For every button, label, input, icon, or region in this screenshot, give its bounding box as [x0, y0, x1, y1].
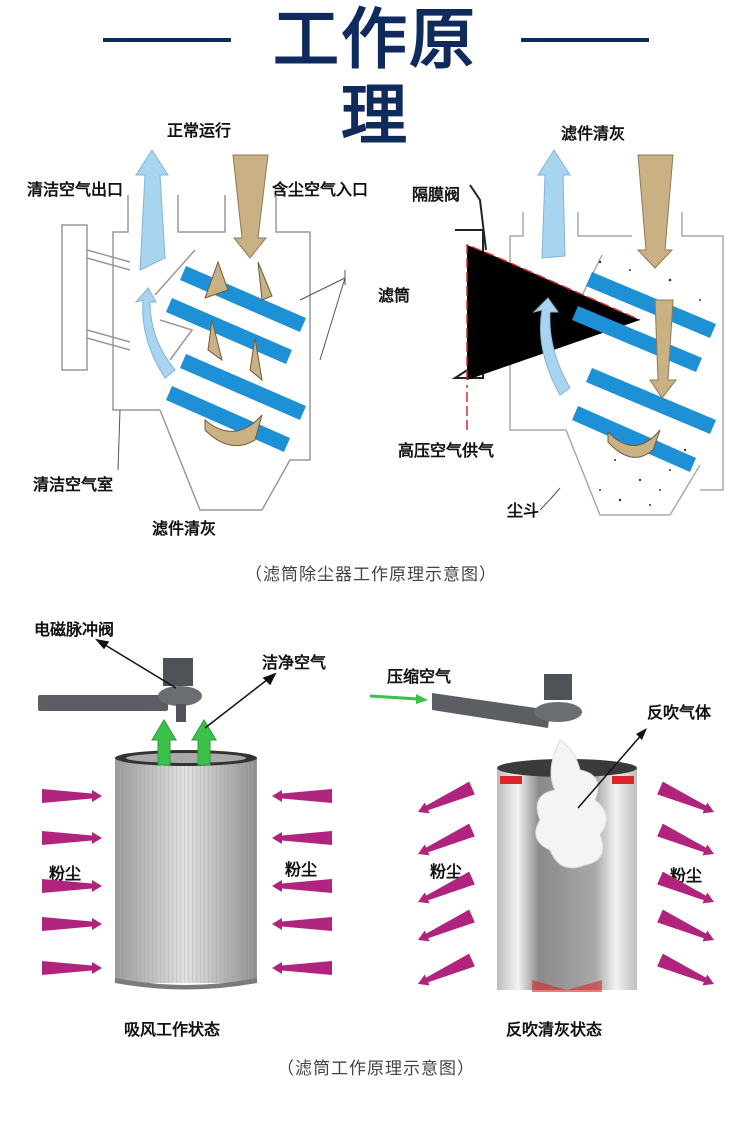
dust-arrow [418, 909, 475, 942]
diagram-normal-operation [61, 149, 346, 511]
title-rule-left [103, 38, 231, 42]
cartridge-bottom-cap [115, 978, 257, 990]
dust-specks [598, 260, 701, 506]
valve-head [158, 686, 202, 706]
dusty-air-down-arrow [636, 154, 674, 269]
dust-arrow [42, 961, 102, 975]
page-header: 工作原理 [0, 0, 750, 154]
label-pulse-valve: 电磁脉冲阀 [34, 620, 115, 639]
pulse-valve-body [163, 658, 193, 686]
label-dust-hopper: 尘斗 [507, 501, 540, 520]
pointer-lines [117, 270, 346, 471]
label-compressed-air: 压缩空气 [387, 667, 452, 686]
label-dust-left: 粉尘 [49, 864, 82, 883]
clean-air-arrow [151, 719, 177, 766]
label-filter-cartridge: 滤筒 [378, 286, 411, 305]
dust-arrows-outward [418, 781, 714, 986]
label-high-pressure-air: 高压空气供气 [398, 441, 495, 460]
dust-arrow [42, 789, 102, 803]
clean-air-curve-arrow [134, 287, 176, 379]
page-title: 工作原理 [273, 1, 477, 154]
dust-arrow [657, 871, 714, 904]
label-clean-air-chamber: 清洁空气室 [33, 475, 114, 494]
pulse-valve-body [544, 674, 572, 700]
filter-tubes [166, 266, 306, 452]
caption-top: （滤筒除尘器工作原理示意图） [245, 565, 497, 585]
dust-fall-arrow [649, 299, 678, 399]
dust-arrow [272, 789, 332, 803]
dust-swirl-arrows [204, 260, 273, 447]
nozzle [176, 704, 186, 722]
filter-tube [166, 386, 290, 452]
dust-arrow [42, 917, 102, 931]
blow-pipe [432, 693, 550, 728]
blow-pipe [38, 695, 168, 711]
title-rule-right [521, 38, 649, 42]
dust-arrow [272, 831, 332, 845]
diagram-suction-state [38, 638, 332, 990]
clean-air-arrow [191, 719, 217, 766]
clean-air-up-arrow [537, 149, 571, 259]
dust-arrow [657, 823, 714, 856]
heading-normal-operation: 正常运行 [167, 121, 232, 140]
dust-arrow [657, 781, 714, 814]
dust-arrow [42, 879, 102, 893]
label-reverse-blow-state: 反吹清灰状态 [506, 1020, 603, 1039]
filter-tube [586, 368, 716, 434]
dust-swirl-arrow [607, 429, 661, 458]
dust-arrow [272, 917, 332, 931]
pointer-arrows [95, 638, 277, 729]
housing-outline [61, 195, 311, 511]
label-filter-cleaning-bottom: 滤件清灰 [152, 519, 217, 538]
label-diaphragm-valve: 隔膜阀 [412, 185, 461, 204]
pointer-arrow [577, 732, 644, 809]
label-reverse-blow-gas: 反吹气体 [647, 703, 712, 722]
label-dust-right: 粉尘 [285, 860, 318, 879]
dust-arrow [272, 961, 332, 975]
filter-tube [166, 298, 292, 364]
filter-tube [180, 354, 306, 420]
label-suction-state: 吸风工作状态 [124, 1020, 221, 1039]
dust-arrows-inward [42, 789, 332, 975]
filter-tube [572, 406, 696, 472]
diagram-filter-cleaning [451, 149, 724, 516]
dust-arrow [418, 871, 475, 904]
reverse-blow-cloud [535, 739, 607, 869]
label-clean-air: 洁净空气 [262, 653, 327, 672]
pointer-line [539, 487, 561, 511]
dust-arrow [418, 953, 475, 986]
label-clean-air-outlet: 清洁空气出口 [27, 180, 124, 199]
compressed-air-arrow [369, 694, 419, 701]
dust-arrow [42, 831, 102, 845]
dust-arrow [657, 953, 714, 986]
dust-arrow [657, 909, 714, 942]
dust-arrow [418, 781, 475, 814]
label-dusty-air-inlet: 含尘空气入口 [272, 180, 369, 199]
caption-bottom: （滤筒工作原理示意图） [277, 1059, 475, 1079]
diagram-reverse-blow-state [369, 674, 714, 992]
dust-arrow [272, 879, 332, 893]
heading-filter-cleaning: 滤件清灰 [561, 124, 626, 143]
dust-arrow [418, 823, 475, 856]
dusty-air-down-arrow [232, 154, 269, 259]
clean-air-up-arrow [135, 149, 169, 271]
valve-head [534, 702, 582, 722]
filter-tube [586, 272, 716, 338]
clean-air-curve-arrow [532, 297, 571, 396]
label-dust-left: 粉尘 [430, 862, 463, 881]
